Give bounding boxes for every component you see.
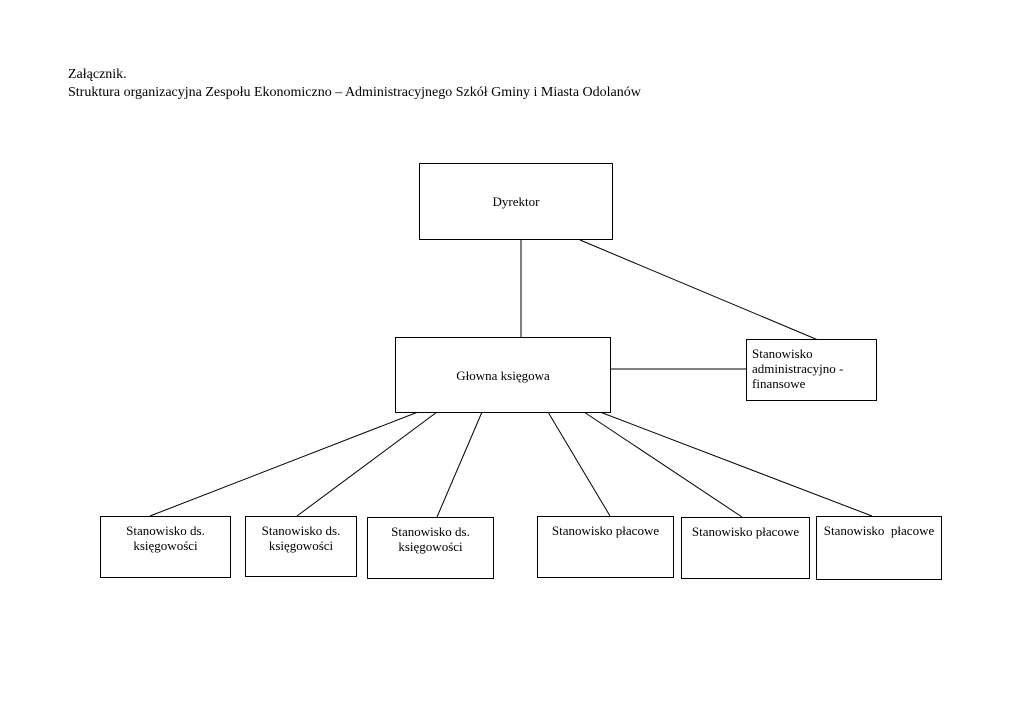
node-glowna-ksiegowa: Głowna księgowa	[395, 337, 611, 413]
connector-dyrektor-admin	[579, 239, 819, 341]
node-ksiegowosc-line: Stanowisko ds.	[126, 523, 205, 538]
connector-glowna-ks3	[436, 411, 483, 518]
node-ksiegowosc-line: księgowości	[133, 538, 198, 553]
node-ksiegowosc-2: Stanowisko ds. księgowości	[245, 516, 357, 577]
node-placowe-2: Stanowisko płacowe	[681, 517, 810, 579]
attachment-label: Załącznik.	[68, 67, 127, 82]
node-ksiegowosc-1: Stanowisko ds. księgowości	[100, 516, 231, 578]
connector-glowna-ks1	[149, 411, 419, 517]
node-glowna-ksiegowa-label: Głowna księgowa	[456, 367, 550, 383]
node-placowe-3: Stanowisko płacowe	[816, 516, 942, 580]
node-admin-finansowe: Stanowisko administracyjno - finansowe	[746, 339, 877, 401]
node-ksiegowosc-line: Stanowisko ds.	[391, 524, 470, 539]
node-admin-line: administracyjno -	[752, 361, 844, 376]
node-ksiegowosc-line: Stanowisko ds.	[261, 523, 341, 538]
node-placowe-label: Stanowisko płacowe	[823, 523, 935, 538]
node-placowe-1: Stanowisko płacowe	[537, 516, 674, 578]
diagram-title: Struktura organizacyjna Zespołu Ekonomic…	[68, 85, 641, 100]
connector-glowna-pl2	[583, 411, 743, 518]
node-placowe-label: Stanowisko płacowe	[551, 523, 660, 538]
node-placowe-label: Stanowisko płacowe	[691, 524, 800, 539]
document-heading: Załącznik. Struktura organizacyjna Zespo…	[68, 66, 641, 102]
connector-glowna-pl1	[547, 411, 611, 517]
node-dyrektor: Dyrektor	[419, 163, 613, 240]
node-admin-line: Stanowisko	[752, 346, 813, 361]
node-ksiegowosc-line: księgowości	[268, 538, 334, 553]
node-ksiegowosc-3: Stanowisko ds. księgowości	[367, 517, 494, 579]
node-admin-line: finansowe	[752, 376, 806, 391]
node-ksiegowosc-line: księgowości	[398, 539, 463, 554]
node-dyrektor-label: Dyrektor	[492, 194, 540, 209]
connector-glowna-ks2	[296, 411, 438, 517]
connector-glowna-pl3	[599, 411, 873, 517]
